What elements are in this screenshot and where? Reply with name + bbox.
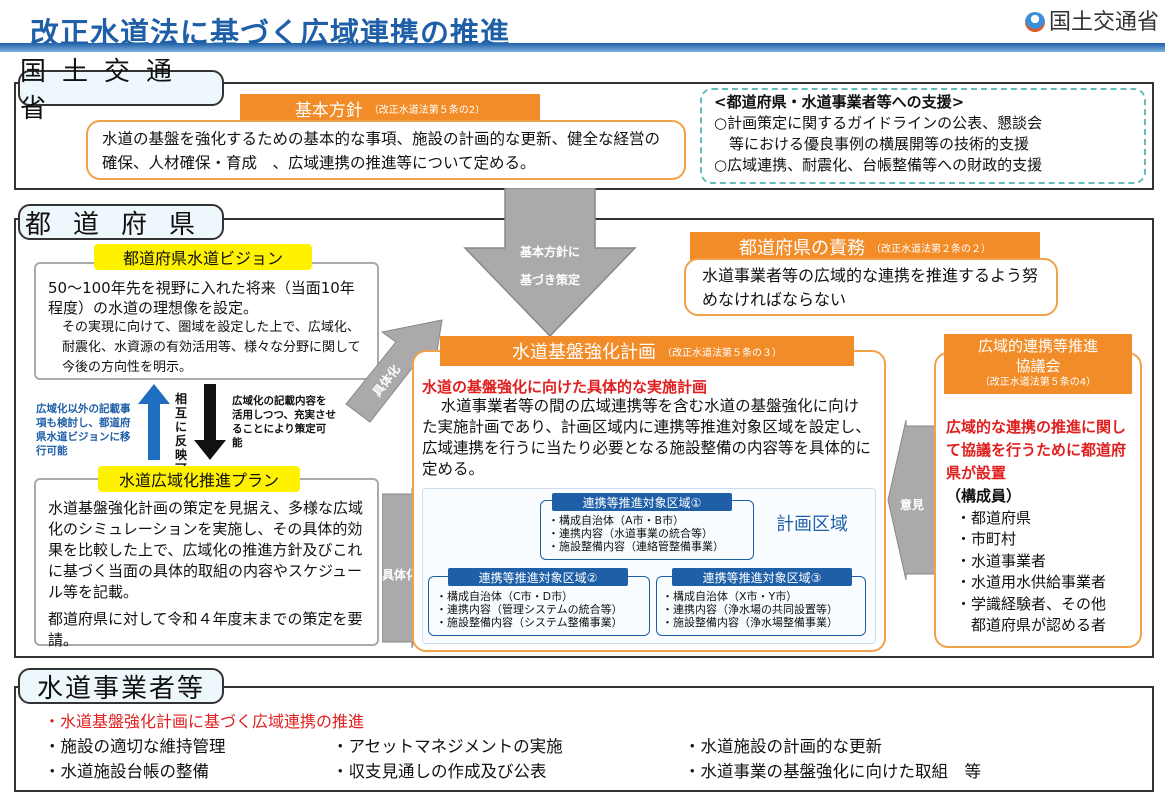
utilities-tab: 水道事業者等 — [18, 668, 224, 704]
support-line: ○計画策定に関するガイドラインの公表、懇談会 — [714, 114, 1043, 132]
base-plan-label: 水道基盤強化計画 （改正水道法第５条の３） — [440, 336, 854, 366]
utility-item: ・水道事業の基盤強化に向けた取組 等 — [684, 762, 981, 781]
vision-sub-text: その実現に向けて、圏域を設定した上で、広域化、耐震化、水資源の有効活用等、様々な… — [62, 320, 361, 375]
down-arrow-label: 基本方針に 基づき策定 — [505, 238, 595, 294]
zone-item: ・連携内容（水道事業の統合等） — [548, 527, 713, 540]
zone-item: ・連携内容（管理システムの統合等） — [436, 603, 623, 616]
prefecture-tab: 都道府県 — [18, 204, 224, 240]
base-plan-title: 水道基盤強化計画 — [512, 342, 656, 363]
utility-item: ・水道施設の計画的な更新 — [684, 737, 882, 756]
basic-policy-label: 基本方針 （改正水道法第５条の2） — [240, 94, 540, 122]
utility-item: ・水道施設台帳の整備 — [44, 762, 209, 781]
base-plan-note: （改正水道法第５条の３） — [662, 347, 782, 359]
ministry-logo: 国土交通省 — [1024, 4, 1159, 36]
regional-plan-box: 水道基盤強化計画の策定を見据え、多様な広域化のシミュレーションを実施し、その具体… — [34, 478, 379, 649]
down-arrow-graphic — [463, 188, 637, 338]
member-item: ・水道用水供給事業者 — [956, 573, 1107, 591]
member-item: ・都道府県 — [956, 508, 1032, 527]
regional-plan-label: 水道広域化推進プラン — [98, 466, 300, 492]
council-title-line: 広域的連携等推進 — [977, 337, 1098, 355]
zone-item: ・施設整備内容（浄水場整備事業） — [662, 616, 838, 629]
zone-item: ・構成自治体（A市・B市） — [548, 514, 685, 527]
zone-2-title: 連携等推進対象区域② — [448, 568, 628, 586]
vision-label: 都道府県水道ビジョン — [94, 244, 312, 270]
basic-policy-note: （改正水道法第５条の2） — [368, 104, 486, 116]
council-label: 広域的連携等推進 協議会 （改正水道法第５条の4） — [944, 334, 1132, 394]
plan-area-label: 計画区域 — [776, 514, 848, 535]
ministry-name: 国土交通省 — [1048, 10, 1159, 35]
responsibility-label: 都道府県の責務 （改正水道法第２条の２） — [690, 232, 1040, 262]
zone-item: ・連携内容（浄水場の共同設置等） — [662, 603, 838, 616]
arrow-label-line: 基づき策定 — [519, 273, 580, 287]
support-line: ○広域連携、耐震化、台帳整備等への財政的支援 — [714, 156, 1043, 174]
vision-main-text: 50～100年先を視野に入れた将来（当面10年程度）の水道の理想像を設定。 — [48, 279, 355, 317]
council-members: （構成員） ・都道府県 ・市町村 ・水道事業者 ・水道用水供給事業者 ・学識経験… — [946, 486, 1106, 637]
member-item: ・市町村 — [956, 530, 1017, 548]
member-item: ・水道事業者 — [956, 551, 1047, 570]
responsibility-box: 水道事業者等の広域的な連携を推進するよう努めなければならない — [684, 258, 1058, 316]
regional-plan-request: 都道府県に対して令和４年度末までの策定を要請。 — [48, 610, 363, 649]
arrow-label-line: 基本方針に — [519, 245, 580, 259]
vision-box: 50～100年先を視野に入れた将来（当面10年程度）の水道の理想像を設定。 その… — [34, 262, 379, 380]
zone-item: ・構成自治体（X市・Y市） — [662, 590, 798, 603]
national-tab: 国土交通省 — [18, 57, 224, 124]
zone-3-items: ・構成自治体（X市・Y市） ・連携内容（浄水場の共同設置等） ・施設整備内容（浄… — [662, 590, 838, 629]
up-arrow-icon — [138, 384, 170, 460]
council-purpose: 広域的な連携の推進に関して協議を行うために都道府県が設置 — [946, 418, 1127, 482]
basic-policy-text: 水道の基盤を強化するための基本的な事項、施設の計画的な更新、健全な経営の確保、人… — [102, 130, 661, 172]
down-note: 広域化の記載内容を活用しつつ、充実させることにより策定可能 — [232, 395, 336, 449]
utility-item: ・収支見通しの作成及び公表 — [332, 762, 547, 781]
support-title: <都道府県・水道事業者等への支援> — [714, 93, 965, 111]
members-title: （構成員） — [946, 487, 1022, 505]
down-arrow-icon — [194, 384, 226, 460]
member-item: ・学識経験者、その他 — [956, 594, 1107, 613]
council-note: （改正水道法第５条の4） — [979, 377, 1097, 388]
basic-policy-title: 基本方針 — [294, 100, 363, 121]
zone-item: ・施設整備内容（連絡管整備事業） — [548, 540, 724, 553]
mlit-logo-icon — [1024, 12, 1045, 32]
concrete-label-2: 具体化 — [382, 568, 419, 582]
member-item: 都道府県が認める者 — [956, 616, 1107, 634]
base-plan-heading: 水道の基盤強化に向けた具体的な実施計画 — [422, 378, 708, 396]
basic-policy-box: 水道の基盤を強化するための基本的な事項、施設の計画的な更新、健全な経営の確保、人… — [86, 120, 686, 180]
zone-item: ・施設整備内容（システム整備事業） — [436, 616, 623, 629]
utility-item: ・アセットマネジメントの実施 — [332, 737, 563, 756]
zone-1-items: ・構成自治体（A市・B市） ・連携内容（水道事業の統合等） ・施設整備内容（連絡… — [548, 514, 724, 553]
regional-plan-text: 水道基盤強化計画の策定を見据え、多様な広域化のシミュレーションを実施し、その具体… — [48, 499, 364, 601]
responsibility-note: （改正水道法第２条の２） — [871, 243, 991, 255]
zone-3-title: 連携等推進対象区域③ — [672, 568, 852, 586]
utility-item: ・施設の適切な維持管理 — [44, 737, 226, 756]
opinion-arrow — [887, 420, 936, 580]
utilities-red-item: ・水道基盤強化計画に基づく広域連携の推進 — [44, 712, 365, 731]
zone-1-title: 連携等推進対象区域① — [552, 493, 732, 511]
responsibility-text: 水道事業者等の広域的な連携を推進するよう努めなければならない — [702, 266, 1039, 309]
up-note: 広域化以外の記載事項も検討し、都道府県水道ビジョンに移行可能 — [36, 403, 131, 457]
title-underline — [0, 43, 1165, 52]
council-box — [934, 352, 1142, 648]
opinion-label: 意見 — [900, 498, 925, 512]
council-title-line: 協議会 — [1015, 357, 1061, 375]
zone-item: ・構成自治体（C市・D市） — [436, 590, 574, 603]
zone-2-items: ・構成自治体（C市・D市） ・連携内容（管理システムの統合等） ・施設整備内容（… — [436, 590, 623, 629]
responsibility-title: 都道府県の責務 — [739, 238, 865, 259]
support-box: <都道府県・水道事業者等への支援> ○計画策定に関するガイドラインの公表、懇談会… — [700, 88, 1146, 184]
base-plan-text: 水道事業者等の間の広域連携等を含む水道の基盤強化に向けた実施計画であり、計画区域… — [422, 397, 872, 478]
support-line: 等における優良事例の横展開等の技術的支援 — [714, 135, 1030, 153]
